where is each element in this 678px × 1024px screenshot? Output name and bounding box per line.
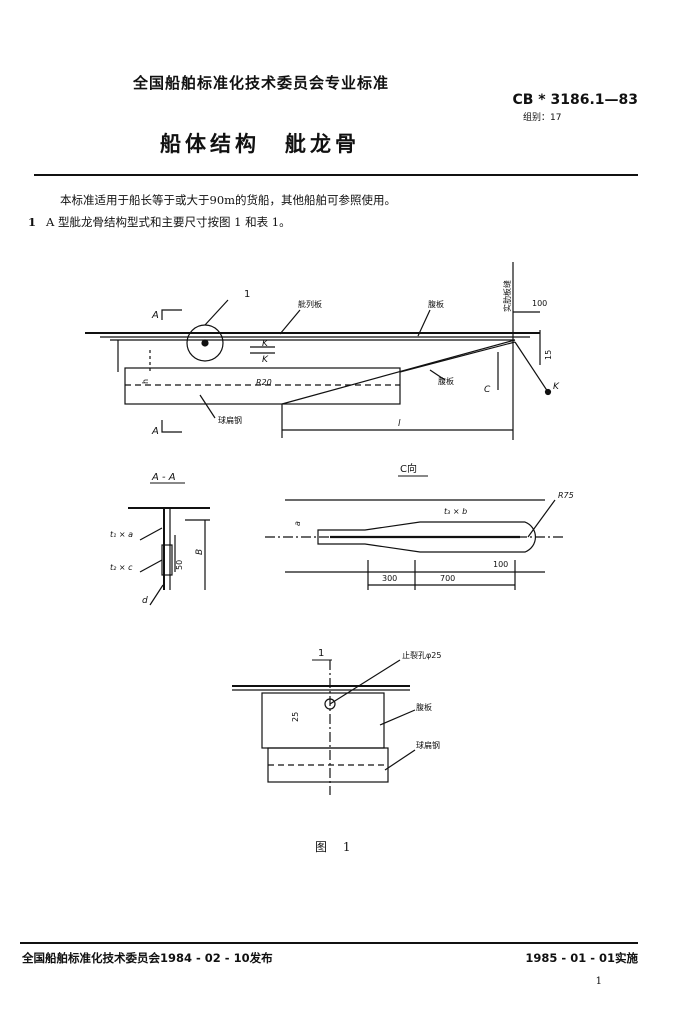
detail-1-title: 1: [318, 648, 324, 659]
main-plate-label: 舭列板: [298, 299, 322, 309]
section-aa-b: B: [195, 549, 205, 555]
main-web-top-label: 腹板: [428, 299, 444, 309]
effective-date: 1985 - 01 - 01实施: [525, 951, 638, 965]
standard-code: CB * 3186.1—83: [512, 92, 638, 108]
view-c-a: a: [293, 521, 302, 526]
main-section-a-top: A: [151, 310, 159, 321]
main-balloon: 1: [244, 289, 250, 300]
clause-text: A 型舭龙骨结构型式和主要尺寸按图 1 和表 1。: [46, 215, 291, 229]
issued-date: 全国船舶标准化技术委员会1984 - 02 - 10发布: [22, 951, 273, 965]
clause-number: 1: [28, 215, 37, 229]
view-c-title: C向: [400, 462, 417, 475]
main-k-label: K: [553, 382, 560, 392]
view-c-dim-700: 700: [440, 574, 455, 583]
main-k-upper: K: [262, 339, 269, 349]
main-dim-15: 15: [544, 350, 553, 360]
section-aa-title: A - A: [151, 472, 176, 483]
committee-title: 全国船舶标准化技术委员会专业标准: [133, 74, 390, 92]
main-h-mark: h: [141, 379, 150, 384]
scope-paragraph: 本标准适用于船长等于或大于90m的货船，其他船舶可参照使用。: [60, 193, 397, 207]
section-aa-d: d: [142, 596, 148, 606]
standard-group: 组别：17: [523, 113, 562, 123]
main-r20-label: R20: [256, 378, 272, 387]
detail-1-web: 腹板: [416, 702, 432, 712]
main-elevation: [85, 262, 552, 440]
main-c-label: C: [484, 385, 491, 395]
view-c-dim-300: 300: [382, 574, 397, 583]
main-web-slope-label: 腹板: [438, 376, 454, 386]
main-bulb-label: 球扁钢: [218, 415, 242, 425]
footer-rule: [20, 942, 638, 944]
view-c-r75: R75: [558, 491, 574, 500]
clause-1: 1 A 型舭龙骨结构型式和主要尺寸按图 1 和表 1。: [28, 214, 291, 230]
figure-caption: 图 1: [315, 840, 357, 854]
main-dim-l: l: [398, 419, 401, 429]
detail-1-dim-25: 25: [291, 712, 300, 722]
view-c: [265, 499, 565, 590]
document-title: 船体结构 舭龙骨: [160, 132, 360, 156]
section-aa-t2: t₂ × c: [110, 563, 133, 572]
main-dim-100: 100: [532, 299, 547, 308]
section-aa-dim-50: 50: [175, 560, 184, 570]
figure-1-drawing: 1 A A 舭列板 腹板 腹板 球扁钢 实肋板缝 100 15 K K K C …: [85, 262, 574, 795]
main-k-lower: K: [262, 355, 269, 365]
detail-1-bulb: 球扁钢: [416, 740, 440, 750]
detail-1: [232, 659, 416, 795]
view-c-t3: t₃ × b: [444, 507, 467, 516]
detail-1-hole: 止裂孔φ25: [402, 650, 441, 660]
page-number: 1: [595, 976, 602, 987]
section-aa-t1: t₁ × a: [110, 530, 133, 539]
header-rule: [34, 174, 638, 176]
view-c-dim-100: 100: [493, 560, 508, 569]
main-frame-label: 实肋板缝: [502, 280, 512, 312]
section-a-a: [128, 507, 210, 606]
main-section-a-bottom: A: [151, 426, 159, 437]
